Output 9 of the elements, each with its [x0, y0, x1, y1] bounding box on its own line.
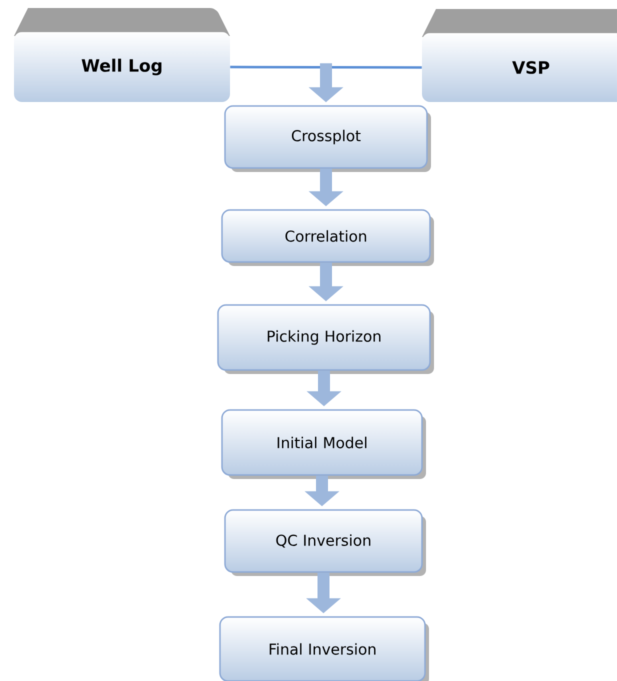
process-box: Picking Horizon	[217, 304, 434, 374]
process-box: Crossplot	[224, 105, 431, 172]
connector-line	[230, 66, 422, 69]
source-box: VSP	[422, 9, 617, 102]
process-box: Correlation	[221, 209, 434, 266]
process-box: QC Inversion	[224, 509, 426, 576]
source-box: Well Log	[14, 8, 230, 102]
process-box: Final Inversion	[219, 616, 429, 681]
process-box: Initial Model	[221, 409, 426, 479]
